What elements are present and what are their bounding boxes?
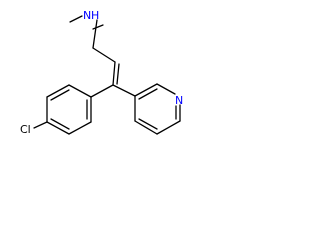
ring-inner-bond xyxy=(138,118,158,130)
atom-label-amine-h: H xyxy=(91,9,99,22)
ring-bond xyxy=(156,83,176,95)
pyridine-ring xyxy=(134,83,181,135)
ring-inner-bond xyxy=(138,88,158,100)
bonds xyxy=(69,15,136,98)
atom-label-pyridine-n: N xyxy=(175,94,183,107)
ring-inner-bond xyxy=(50,118,70,130)
bond-c-pyridyl xyxy=(112,84,136,97)
bond-n-ch2 xyxy=(92,24,104,30)
bond-c-cl xyxy=(33,121,48,129)
amine-h-text: H xyxy=(91,9,99,22)
atom-label-chlorine: Cl xyxy=(20,123,31,136)
ring-bond xyxy=(156,120,181,135)
bond-double-1 xyxy=(112,61,116,86)
amine-n-text: N xyxy=(83,9,91,22)
bond-double-2 xyxy=(116,63,120,85)
pyridine-n-text: N xyxy=(175,94,183,107)
bond-n-ch2b xyxy=(92,19,98,49)
molecule-structure: N H N Cl xyxy=(20,9,183,136)
ring-inner-bond xyxy=(50,89,70,101)
ring-bond xyxy=(46,121,70,135)
bond-c-phenyl xyxy=(90,84,114,98)
ring-bond xyxy=(134,120,158,135)
ring-bond xyxy=(68,84,92,98)
chlorine-text: Cl xyxy=(20,123,31,136)
ring-bond xyxy=(134,83,158,97)
atom-label-amine-n: N xyxy=(83,9,91,22)
chlorophenyl-ring xyxy=(33,84,92,135)
bond-ch2-ch xyxy=(92,47,116,63)
ring-bond xyxy=(46,84,70,98)
bond-methyl-n xyxy=(69,15,83,23)
ring-bond xyxy=(68,121,92,135)
